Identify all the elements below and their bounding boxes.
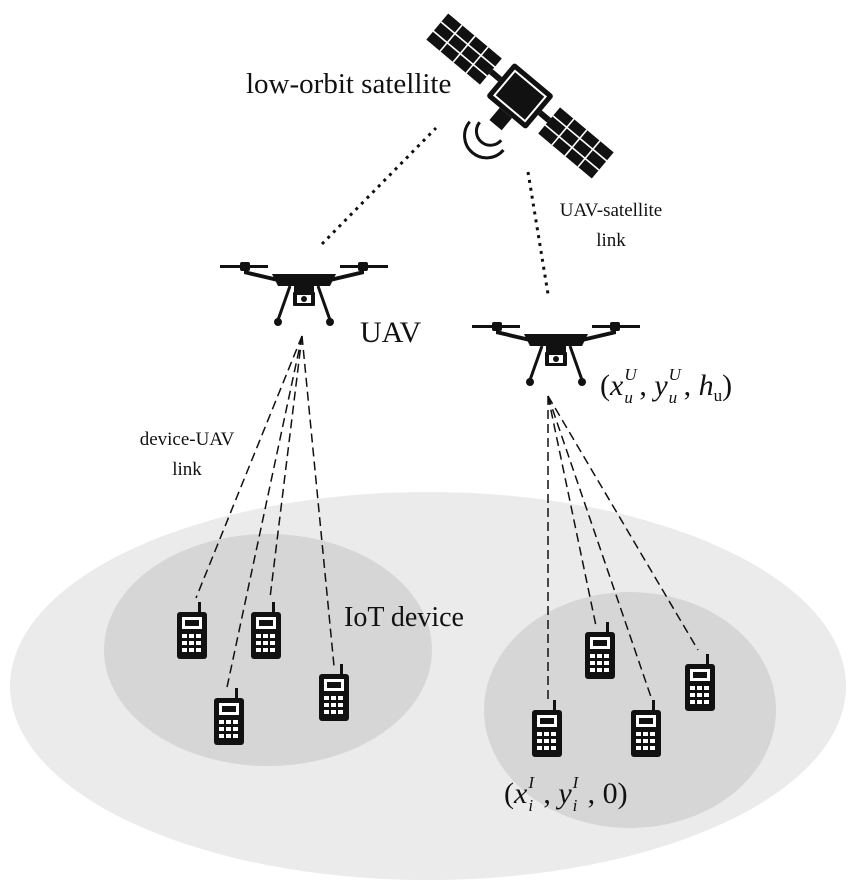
device-uav-links-left: [195, 335, 335, 693]
paren-open: (: [600, 368, 610, 402]
coord-x-sup: I: [528, 773, 534, 792]
coord-h-sub: u: [713, 385, 723, 405]
uav-satellite-link-left: [320, 126, 438, 246]
coord-x-sup: U: [624, 365, 637, 384]
coord-z: 0: [602, 776, 618, 810]
uav-satellite-link-label-line2: link: [596, 230, 626, 251]
coord-y-sup: I: [572, 773, 579, 792]
coord-sep: ,: [639, 368, 655, 402]
uav-satellite-link-label-line1: UAV-satellite: [559, 200, 663, 221]
device-uav-link-label-line2: link: [172, 459, 202, 480]
coord-y: y: [654, 368, 668, 402]
paren-close: ): [617, 776, 628, 810]
satellite-label: low-orbit satellite: [246, 68, 452, 100]
coord-x-sub: i: [528, 796, 534, 815]
device-uav-link-label: device-UAV link: [112, 425, 262, 485]
paren-close: ): [722, 368, 733, 402]
coord-h: h: [698, 368, 714, 402]
coord-y: y: [558, 776, 572, 810]
coord-x-sub: u: [624, 388, 633, 407]
coord-sep: ,: [683, 368, 699, 402]
device-uav-links-right: [547, 395, 699, 701]
device-uav-link-label-line1: device-UAV: [139, 429, 235, 450]
iot-device-label: IoT device: [344, 602, 464, 633]
coord-y-sub: i: [572, 796, 578, 815]
uav-label: UAV: [360, 316, 422, 349]
satellite-icon: [426, 13, 614, 179]
coord-x: x: [514, 776, 528, 810]
coord-y-sub: u: [668, 388, 678, 407]
coord-sep: ,: [587, 776, 603, 810]
coord-y-sup: U: [668, 365, 681, 384]
coord-x: x: [610, 368, 624, 402]
right-device-cluster: [484, 592, 776, 828]
uav-satellite-link-label: UAV-satellite link: [536, 196, 686, 256]
coord-sep: ,: [543, 776, 559, 810]
paren-open: (: [504, 776, 514, 810]
